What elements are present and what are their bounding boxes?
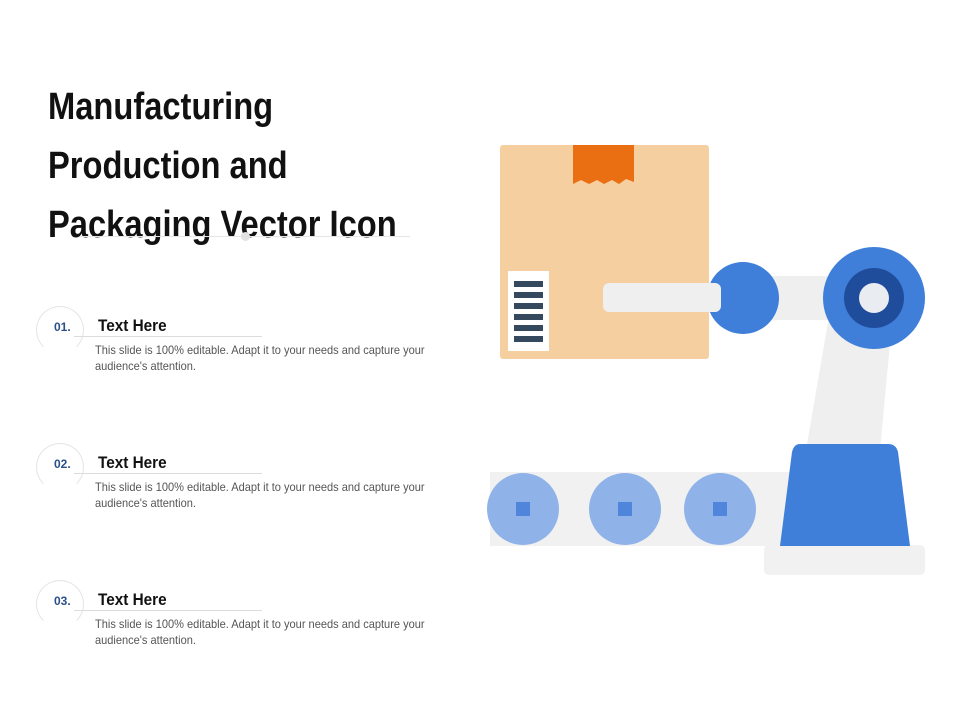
item-heading: Text Here [98, 453, 167, 472]
item-heading: Text Here [98, 590, 167, 609]
slide-title-line-3: Packaging Vector Icon [48, 204, 397, 246]
number-badge [36, 443, 84, 491]
item-number: 01. [54, 320, 71, 334]
item-description: This slide is 100% editable. Adapt it to… [95, 480, 425, 510]
barcode-icon [508, 271, 549, 351]
slide-title-line-2: Production and [48, 145, 288, 187]
item-number: 03. [54, 594, 71, 608]
slide-title: Manufacturing Production and Packaging V… [48, 78, 409, 255]
item-heading: Text Here [98, 316, 167, 335]
item-number: 02. [54, 457, 71, 471]
roller-hub [618, 502, 632, 516]
box-tape [573, 145, 634, 184]
item-rule [74, 336, 262, 337]
conveyor-belt-icon [487, 472, 925, 575]
slide-title-line-1: Manufacturing [48, 86, 274, 128]
item-rule [74, 610, 262, 611]
number-badge [36, 580, 84, 628]
wrist-joint [707, 262, 779, 334]
arm-lower-segment [806, 322, 892, 450]
shoulder-joint-center [859, 283, 889, 313]
arm-gripper [603, 283, 721, 312]
cardboard-box-icon [500, 145, 709, 359]
roller-hub [713, 502, 727, 516]
item-description: This slide is 100% editable. Adapt it to… [95, 343, 425, 373]
item-rule [74, 473, 262, 474]
robotic-arm-icon [707, 247, 925, 546]
item-description: This slide is 100% editable. Adapt it to… [95, 617, 425, 647]
robot-base [780, 444, 910, 546]
list-item-1: 01. Text Here This slide is 100% editabl… [36, 306, 456, 386]
list-item-3: 03. Text Here This slide is 100% editabl… [36, 580, 456, 660]
title-divider-dot [241, 232, 250, 241]
roller-hub [516, 502, 530, 516]
manufacturing-illustration [487, 145, 925, 575]
number-badge [36, 306, 84, 354]
robot-base-platform [764, 545, 925, 575]
list-item-2: 02. Text Here This slide is 100% editabl… [36, 443, 456, 523]
